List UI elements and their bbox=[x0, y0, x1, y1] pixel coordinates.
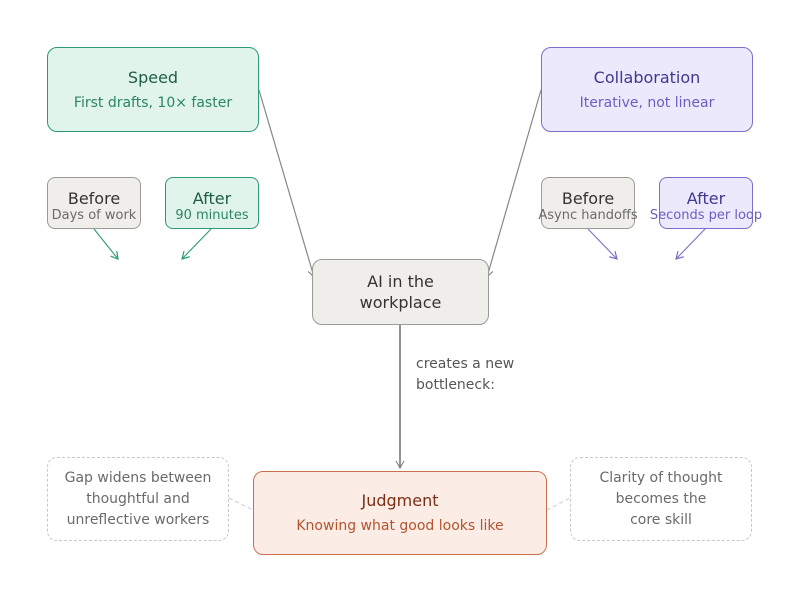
judgment-node: Judgment Knowing what good looks like bbox=[253, 471, 547, 555]
speed-node: Speed First drafts, 10× faster bbox=[47, 47, 259, 132]
speed-after-node: After 90 minutes bbox=[165, 177, 259, 229]
arrow-speed-before bbox=[93, 228, 119, 260]
arrow-speed-to-center bbox=[258, 89, 317, 279]
collab-before-title: Before bbox=[561, 189, 615, 208]
speed-after-title: After bbox=[192, 189, 232, 208]
ai-workplace-label: AI in the workplace bbox=[359, 272, 442, 312]
edge-label-bottleneck: creates a new bottleneck: bbox=[416, 356, 515, 393]
collab-after-subtitle: Seconds per loop bbox=[649, 208, 763, 223]
judgment-subtitle: Knowing what good looks like bbox=[296, 518, 504, 534]
ai-workplace-node: AI in the workplace bbox=[312, 259, 489, 325]
speed-title: Speed bbox=[127, 67, 179, 87]
speed-before-node: Before Days of work bbox=[47, 177, 141, 229]
note-gap-widens: Gap widens between thoughtful and unrefl… bbox=[47, 457, 229, 541]
collab-before-subtitle: Async handoffs bbox=[538, 208, 638, 223]
collaboration-title: Collaboration bbox=[593, 67, 701, 87]
arrow-collab-after bbox=[675, 228, 706, 260]
arrow-collab-before bbox=[587, 228, 618, 260]
note-clarity-text: Clarity of thought becomes the core skil… bbox=[599, 469, 723, 528]
note-gap-widens-text: Gap widens between thoughtful and unrefl… bbox=[64, 469, 212, 528]
speed-after-subtitle: 90 minutes bbox=[175, 208, 249, 223]
collaboration-node: Collaboration Iterative, not linear bbox=[541, 47, 753, 132]
collab-after-title: After bbox=[686, 189, 726, 208]
judgment-title: Judgment bbox=[361, 491, 439, 510]
collab-after-node: After Seconds per loop bbox=[650, 177, 762, 229]
connector-note-right bbox=[546, 497, 571, 511]
speed-subtitle: First drafts, 10× faster bbox=[73, 94, 233, 111]
arrow-speed-after bbox=[181, 228, 212, 260]
collab-before-node: Before Async handoffs bbox=[538, 177, 638, 229]
note-clarity: Clarity of thought becomes the core skil… bbox=[570, 457, 752, 541]
speed-before-subtitle: Days of work bbox=[51, 208, 137, 223]
connector-note-left bbox=[228, 497, 254, 511]
collaboration-subtitle: Iterative, not linear bbox=[579, 94, 715, 111]
speed-before-title: Before bbox=[67, 189, 121, 208]
arrow-collaboration-to-center bbox=[484, 89, 542, 279]
